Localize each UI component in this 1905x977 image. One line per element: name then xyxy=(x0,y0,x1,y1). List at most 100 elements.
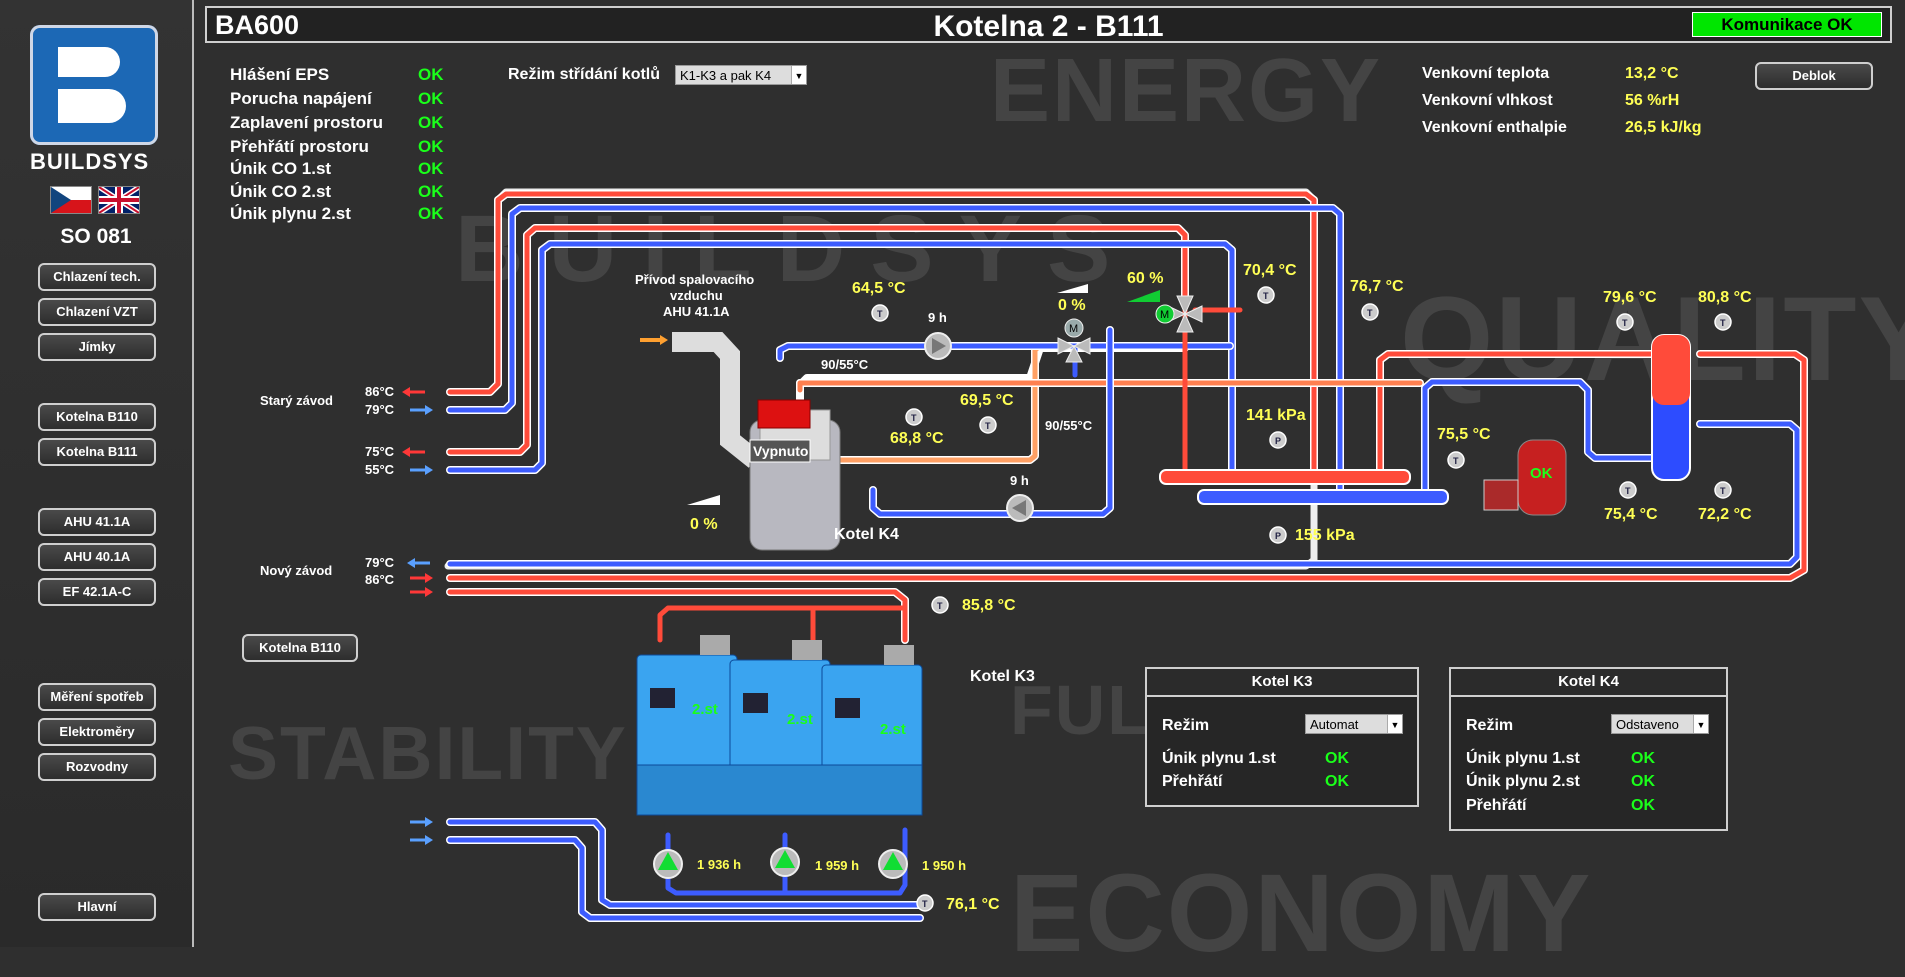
mixing-valve-main-icon: M xyxy=(1155,295,1203,333)
alarm-label-eps: Hlášení EPS xyxy=(230,65,330,84)
cz-flag-icon[interactable] xyxy=(50,186,92,214)
panel-k4-row-label-3: Přehřátí xyxy=(1466,797,1527,814)
k3-pump-1-hours: 1 936 h xyxy=(697,857,742,872)
svg-text:T: T xyxy=(1453,456,1459,466)
k3-stage-2: 2.st xyxy=(787,711,813,728)
panel-k4-row-status-2: OK xyxy=(1631,773,1655,790)
watermark-energy: ENERGY xyxy=(990,41,1383,141)
pump-k4b-hours: 9 h xyxy=(1010,473,1029,488)
hot-header xyxy=(1159,469,1411,485)
panel-k4-row-status-3: OK xyxy=(1631,797,1655,814)
nav-ahu-41-1a-button[interactable]: AHU 41.1A xyxy=(38,508,156,536)
buildsys-logo xyxy=(30,25,158,145)
svg-text:T: T xyxy=(1625,486,1631,496)
temp-stary-1: 86°C xyxy=(365,384,395,399)
air-intake-label-3: AHU 41.1A xyxy=(663,304,730,319)
svg-text:M: M xyxy=(1069,323,1078,335)
boiler-k4 xyxy=(749,399,841,551)
pump-k4-icon xyxy=(924,332,952,360)
pump-k3-3-icon xyxy=(878,849,908,879)
site-label: SO 081 xyxy=(60,225,132,248)
stary-zavod-label: Starý závod xyxy=(260,393,333,408)
air-intake-label-1: Přívod spalovacího xyxy=(635,272,755,287)
expansion-status: OK xyxy=(1530,465,1553,482)
temp-hx-2: 80,8 °C xyxy=(1698,289,1752,306)
pump-k3-2-icon xyxy=(770,847,800,877)
panel-kotel-k3: Kotel K3 Režim Automat ▼ Únik plynu 1.st… xyxy=(1145,667,1419,807)
uk-flag-icon[interactable] xyxy=(98,186,140,214)
alarm-label-overheat: Přehřátí prostoru xyxy=(230,137,369,156)
nav-ahu-40-1a-button[interactable]: AHU 40.1A xyxy=(38,543,156,571)
valve2-pct: 60 % xyxy=(1127,270,1164,287)
cold-header xyxy=(1197,489,1449,505)
svg-text:P: P xyxy=(1275,531,1281,541)
k3-pump-3-hours: 1 950 h xyxy=(922,858,967,873)
nav-rozvodny-button[interactable]: Rozvodny xyxy=(38,753,156,781)
chevron-down-icon: ▼ xyxy=(791,66,806,84)
pressure-2: 155 kPa xyxy=(1295,527,1355,544)
novy-zavod-label: Nový závod xyxy=(260,563,333,578)
pump-k4b-icon xyxy=(1006,494,1034,522)
nav-chlazeni-tech-button[interactable]: Chlazení tech. xyxy=(38,263,156,291)
panel-k4-row-label-2: Únik plynu 2.st xyxy=(1466,773,1580,790)
temp-k3-return: 76,1 °C xyxy=(946,896,1000,913)
rotation-select[interactable]: K1-K3 a pak K4 ▼ xyxy=(675,65,807,85)
page-title: Kotelna 2 - B111 xyxy=(933,10,1164,43)
nav-hlavni-button[interactable]: Hlavní xyxy=(38,893,156,921)
nav-jimky-button[interactable]: Jímky xyxy=(38,333,156,361)
sidebar: BUILDSYS SO 081 Chlazení tech. Chlazení … xyxy=(0,0,194,947)
rotation-value: K1-K3 a pak K4 xyxy=(680,68,772,83)
pressure-1: 141 kPa xyxy=(1246,407,1306,424)
boiler-k3 xyxy=(636,635,923,816)
chevron-down-icon: ▼ xyxy=(1693,715,1708,733)
panel-k3-mode-select[interactable]: Automat ▼ xyxy=(1305,714,1403,734)
temp-sensors xyxy=(871,286,1732,912)
k4-label: Kotel K4 xyxy=(834,526,899,543)
k3-stage-1: 2.st xyxy=(692,701,718,718)
nav-elektromery-button[interactable]: Elektroměry xyxy=(38,718,156,746)
k4-status-badge: Vypnuto xyxy=(753,443,809,459)
k4-regime: 90/55°C xyxy=(821,357,869,372)
watermark-buildsys: BUILDSYS xyxy=(455,196,1136,302)
temp-k4-flow: 64,5 °C xyxy=(852,280,906,297)
outdoor-humidity-label: Venkovní vlhkost xyxy=(1422,92,1553,109)
temp-hx-1: 79,6 °C xyxy=(1603,289,1657,306)
logo-text: BUILDSYS xyxy=(30,149,150,174)
nav-chlazeni-vzt-button[interactable]: Chlazení VZT xyxy=(38,298,156,326)
temp-stary-2: 79°C xyxy=(365,402,395,417)
panel-k4-row-label-1: Únik plynu 1.st xyxy=(1466,750,1580,767)
svg-text:T: T xyxy=(1263,291,1269,301)
k4-burner-pct: 0 % xyxy=(690,516,718,533)
valve1-wedge-icon xyxy=(1057,284,1088,293)
nav-mereni-spotreb-button[interactable]: Měření spotřeb xyxy=(38,683,156,711)
alarm-status-power: OK xyxy=(418,89,444,108)
panel-k4-mode-select[interactable]: Odstaveno ▼ xyxy=(1611,714,1709,734)
alarm-label-co1: Únik CO 1.st xyxy=(230,159,332,178)
panel-k4-mode-label: Režim xyxy=(1466,717,1514,734)
nav-kotelna-b111-button[interactable]: Kotelna B111 xyxy=(38,438,156,466)
burner-wedge-icon xyxy=(687,495,720,505)
panel-k4-mode-value: Odstaveno xyxy=(1616,717,1679,732)
k3-stage-3: 2.st xyxy=(880,721,906,738)
header-code: BA600 xyxy=(215,10,300,40)
temp-novy-2: 86°C xyxy=(365,572,395,587)
svg-text:P: P xyxy=(1275,436,1281,446)
nav-kotelna-b110-button[interactable]: Kotelna B110 xyxy=(38,403,156,431)
panel-k3-row-status-1: OK xyxy=(1325,750,1349,767)
kotelna-b110-button[interactable]: Kotelna B110 xyxy=(242,634,358,662)
arrows-left xyxy=(402,387,433,845)
outdoor-temp-value: 13,2 °C xyxy=(1625,65,1679,82)
nav-ef-42-1a-c-button[interactable]: EF 42.1A-C xyxy=(38,578,156,606)
svg-text:T: T xyxy=(911,413,917,423)
panel-k3-row-label-2: Přehřátí xyxy=(1162,773,1223,790)
outdoor-humidity-value: 56 %rH xyxy=(1625,92,1680,109)
alarm-status-co2: OK xyxy=(418,182,444,201)
alarm-status-co1: OK xyxy=(418,159,444,178)
svg-text:T: T xyxy=(877,309,883,319)
deblok-button[interactable]: Deblok xyxy=(1755,62,1873,90)
k3-label: Kotel K3 xyxy=(970,668,1035,685)
panel-k4-title: Kotel K4 xyxy=(1449,667,1728,697)
k4-regime-2: 90/55°C xyxy=(1045,418,1093,433)
temp-stary-3: 75°C xyxy=(365,444,395,459)
comm-status-badge: Komunikace OK xyxy=(1692,12,1882,37)
